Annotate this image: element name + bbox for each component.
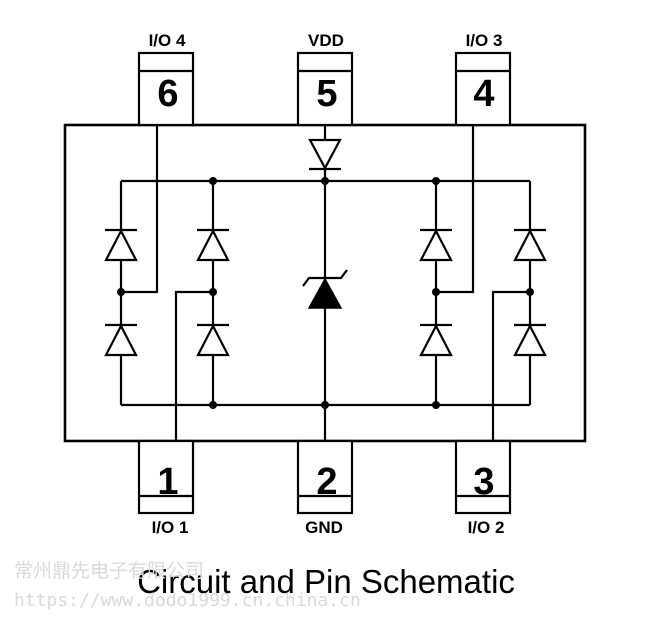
watermark-url: https://www.dodo1999.cn.china.cn — [14, 590, 361, 611]
junction-dots — [117, 177, 534, 409]
diode-upper-right-inner — [419, 228, 453, 262]
pin-6-number: 6 — [157, 73, 178, 115]
zener-diode — [302, 269, 348, 309]
diagram-caption: Circuit and Pin Schematic — [137, 563, 515, 600]
pin-2-tab — [296, 439, 354, 515]
diode-vdd-series — [308, 138, 342, 171]
pin-1-tab — [137, 439, 195, 515]
pin-3-tab — [454, 439, 512, 515]
diode-lower-right-outer — [513, 323, 547, 357]
diode-upper-left-outer — [104, 228, 138, 262]
pin-2-number: 2 — [316, 461, 337, 503]
pin-5-number: 5 — [316, 73, 337, 115]
pin-3-number: 3 — [473, 461, 494, 503]
diode-upper-left-inner — [196, 228, 230, 262]
diode-lower-left-outer — [104, 323, 138, 357]
pin-4-number: 4 — [473, 73, 494, 115]
pin-5-label: VDD — [308, 31, 344, 50]
pin-2-label: GND — [305, 518, 343, 537]
pin-4-tab — [454, 51, 512, 127]
diode-upper-right-outer — [513, 228, 547, 262]
pin-1-number: 1 — [157, 461, 178, 503]
pin-6-tab — [137, 51, 195, 127]
pin-3-label: I/O 2 — [468, 518, 505, 537]
diode-lower-left-inner — [196, 323, 230, 357]
pin-4-label: I/O 3 — [466, 31, 503, 50]
watermark-company: 常州鼎先电子有限公司 — [14, 560, 204, 582]
diode-lower-right-inner — [419, 323, 453, 357]
pin-6-label: I/O 4 — [149, 31, 186, 50]
pin-1-label: I/O 1 — [152, 518, 189, 537]
